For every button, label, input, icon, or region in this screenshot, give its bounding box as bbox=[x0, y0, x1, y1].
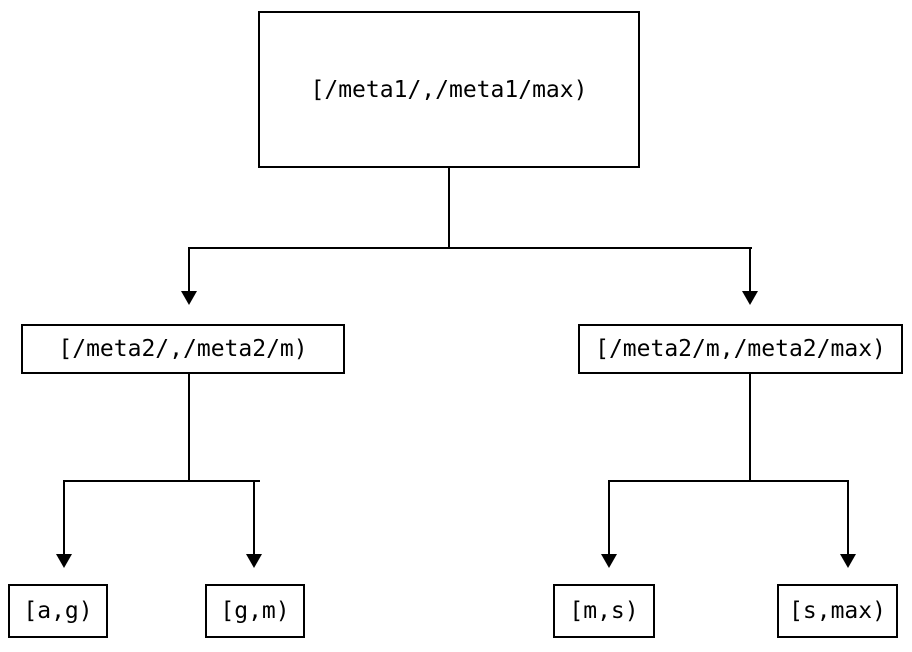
tree-leaf-m-s-label: [m,s) bbox=[569, 598, 639, 624]
tree-leaf-m-s[interactable]: [m,s) bbox=[553, 584, 655, 638]
edge-level2-right-horizontal-bar bbox=[609, 480, 849, 482]
tree-leaf-a-g-label: [a,g) bbox=[23, 598, 93, 624]
tree-node-level2-right-label: [/meta2/m,/meta2/max) bbox=[595, 336, 886, 362]
tree-node-root[interactable]: [/meta1/,/meta1/max) bbox=[258, 11, 640, 168]
tree-leaf-g-m[interactable]: [g,m) bbox=[205, 584, 305, 638]
edge-level2-left-horizontal-bar bbox=[64, 480, 260, 482]
edge-root-horizontal-bar bbox=[189, 247, 752, 249]
edge-root-to-level2-left bbox=[188, 247, 190, 291]
arrowhead-down-icon-root-left bbox=[181, 291, 197, 305]
edge-level2-right-to-leaf-m-s bbox=[608, 480, 610, 554]
tree-leaf-a-g[interactable]: [a,g) bbox=[8, 584, 108, 638]
tree-node-level2-right[interactable]: [/meta2/m,/meta2/max) bbox=[578, 324, 903, 374]
edge-level2-right-to-leaf-s-max bbox=[847, 480, 849, 554]
edge-root-to-level2-right bbox=[749, 247, 751, 291]
tree-leaf-s-max-label: [s,max) bbox=[789, 598, 886, 624]
arrowhead-down-icon-leaf-m-s bbox=[601, 554, 617, 568]
tree-leaf-g-m-label: [g,m) bbox=[220, 598, 290, 624]
tree-node-level2-left-label: [/meta2/,/meta2/m) bbox=[58, 336, 308, 362]
edge-root-stem bbox=[448, 168, 450, 249]
tree-node-level2-left[interactable]: [/meta2/,/meta2/m) bbox=[21, 324, 345, 374]
edge-level2-left-to-leaf-a-g bbox=[63, 480, 65, 554]
arrowhead-down-icon-leaf-a-g bbox=[56, 554, 72, 568]
tree-leaf-s-max[interactable]: [s,max) bbox=[777, 584, 898, 638]
edge-level2-left-to-leaf-g-m bbox=[253, 480, 255, 554]
tree-node-root-label: [/meta1/,/meta1/max) bbox=[310, 76, 588, 103]
arrowhead-down-icon-leaf-s-max bbox=[840, 554, 856, 568]
edge-level2-right-stem bbox=[749, 374, 751, 482]
arrowhead-down-icon-root-right bbox=[742, 291, 758, 305]
arrowhead-down-icon-leaf-g-m bbox=[246, 554, 262, 568]
edge-level2-left-stem bbox=[188, 374, 190, 482]
